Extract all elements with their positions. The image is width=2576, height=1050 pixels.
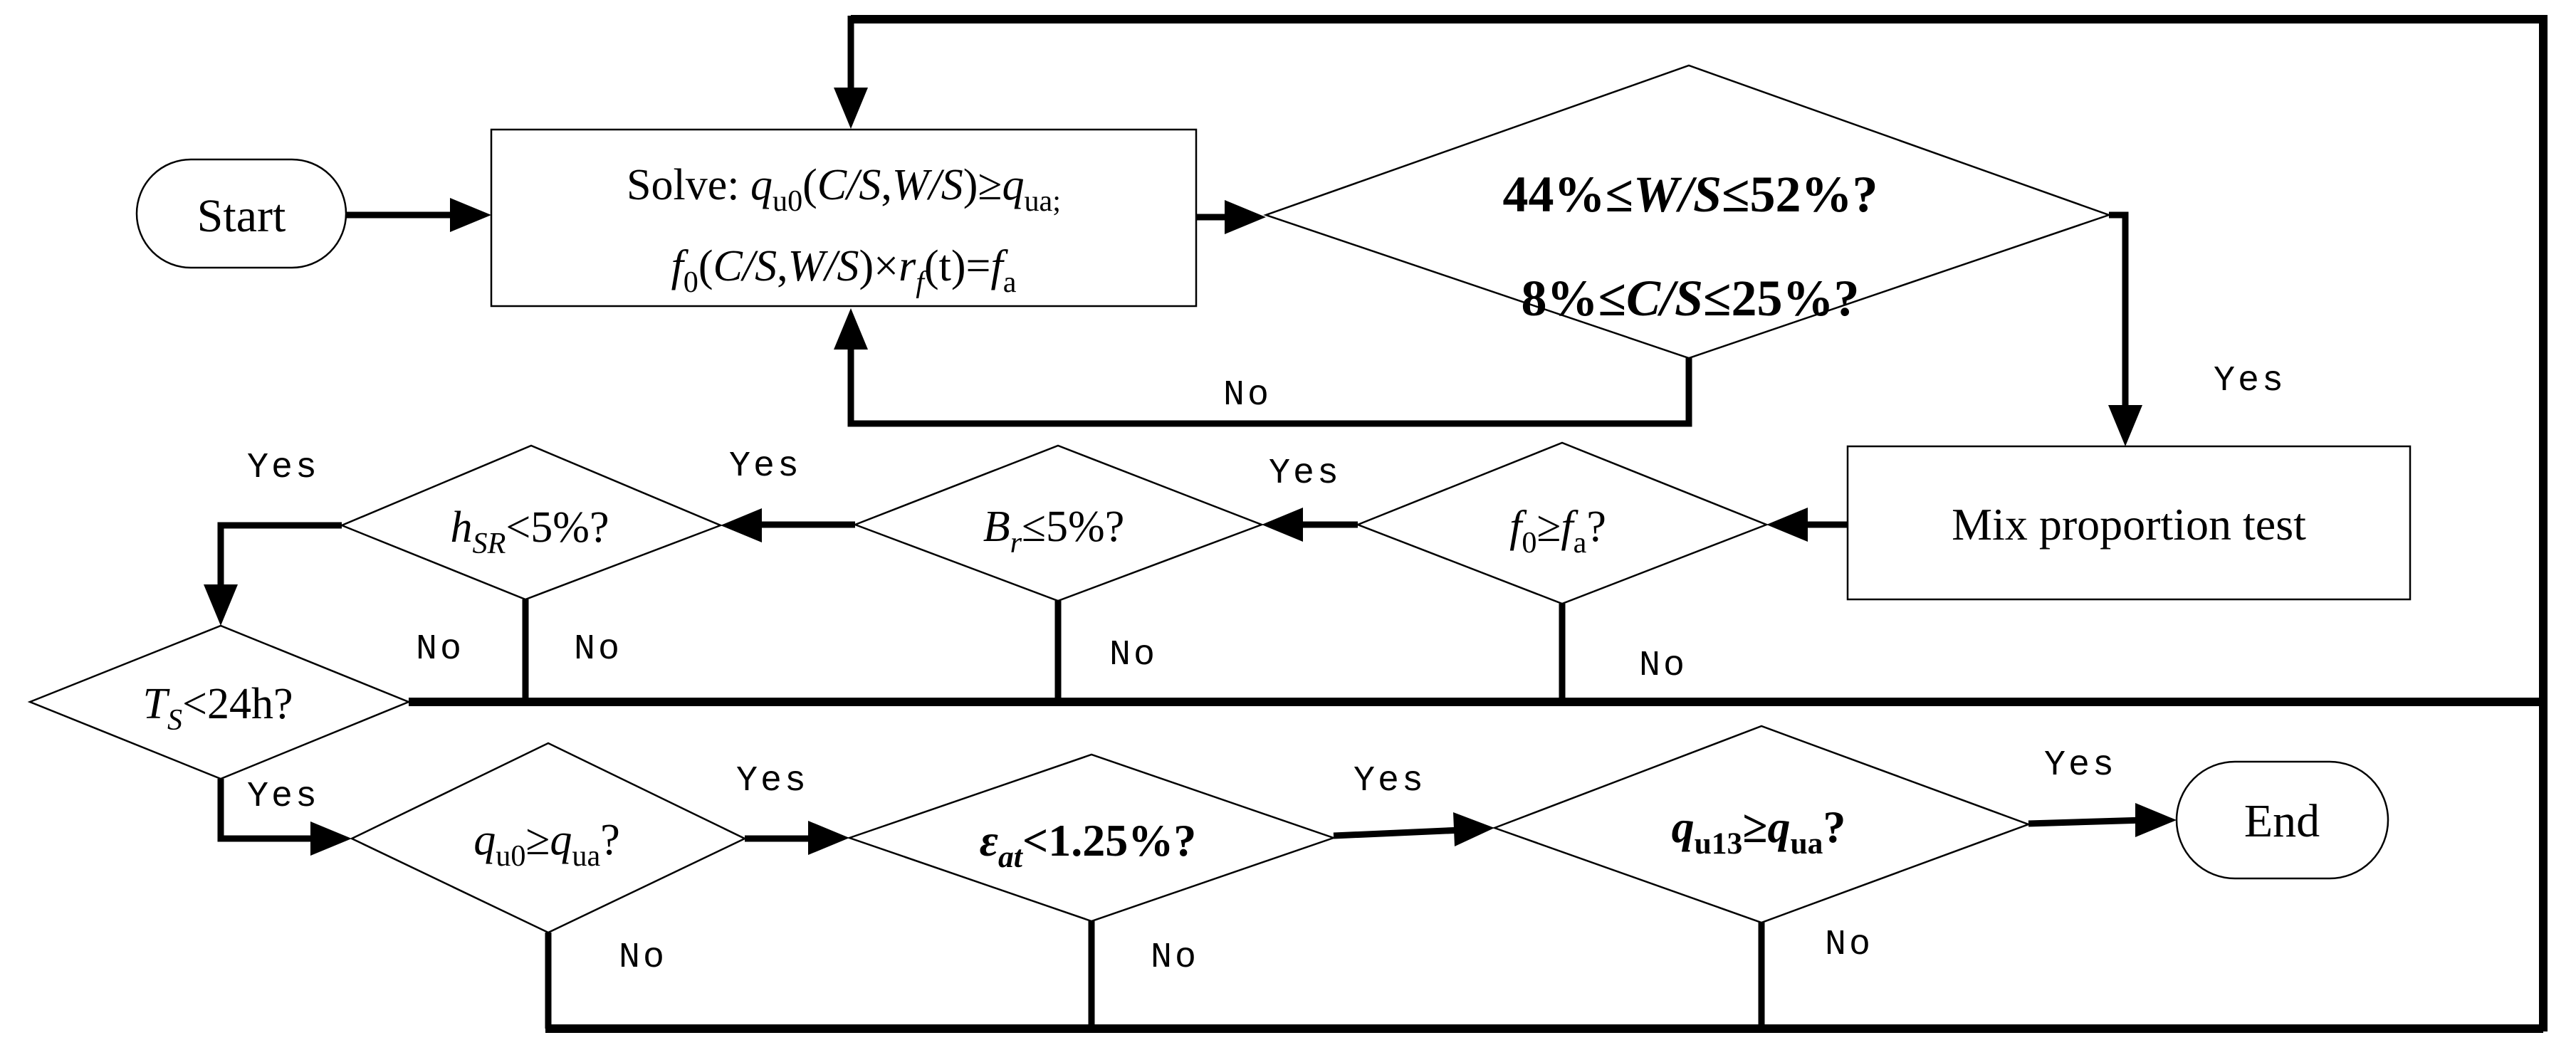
br-yes-label: Yes [729,446,802,487]
mix-test-label: Mix proportion test [1952,499,2306,550]
range-check-line2: 8%≤C/S≤25%? [1521,270,1859,327]
edge-range-no [834,308,1692,427]
solve-process-box [490,128,1198,308]
qu13-no-label: No [1825,925,1873,965]
ts-yes-label: Yes [247,777,320,817]
solve-formula-line1: Solve: qu0(C/S,W/S)≥qua; [627,161,1061,218]
br-check-diamond [852,444,1265,602]
qu13-check-diamond [1492,725,2031,924]
edge-feedback-loop [409,15,2548,1033]
arrowhead-icon [834,88,868,129]
arrowhead-icon [310,821,352,856]
arrowhead-icon [2108,405,2142,446]
start-terminal [135,158,347,269]
hsr-no-label: No [574,629,622,670]
arrowhead-icon [1766,508,1808,542]
range-check-line1: 44%≤W/S≤52%? [1502,166,1878,223]
eat-check-diamond [847,753,1336,923]
qu0-check-label: qu0≥qua? [473,816,620,873]
eat-yes-label: Yes [1354,761,1426,802]
range-no-label: No [1223,375,1272,416]
eat-check-label: εat<1.25%? [980,815,1197,874]
f0-check-diamond [1355,441,1769,605]
end-terminal [2175,760,2389,880]
qu0-yes-label: Yes [736,761,809,802]
eat-no-label: No [1151,938,1199,978]
arrowhead-icon [2135,803,2177,837]
qu0-check-diamond [350,742,747,934]
arrowhead-icon [204,584,238,626]
solve-formula-line2: f0(C/S,W/S)×rf(t)=fa [671,242,1017,299]
ts-no-label: No [416,629,464,670]
edge-eat-to-qu13 [1333,812,1494,846]
start-label: Start [197,190,286,242]
edge-start-to-solve [346,198,491,232]
hsr-check-diamond [339,444,723,601]
qu13-check-label: qu13≥qua? [1672,802,1846,861]
edge-mix-to-f0 [1766,508,1848,542]
br-no-label: No [1109,635,1158,676]
edge-ts-to-qu0 [217,779,352,856]
edge-solve-to-range [1196,200,1266,234]
arrowhead-icon [721,508,762,542]
edge-qu13-to-end [2028,803,2177,837]
f0-no-label: No [1639,646,1687,686]
edge-range-yes [2108,211,2142,446]
ts-check-label: TS<24h? [142,680,293,737]
range-check-diamond [1263,64,2112,359]
hsr-check-label: hSR<5%? [451,503,609,560]
end-label: End [2244,795,2320,847]
f0-yes-label: Yes [1269,453,1341,494]
edge-qu0-to-eat [745,821,849,855]
mix-test-box [1846,445,2412,601]
arrowhead-icon [808,821,849,855]
arrowhead-icon [1262,508,1303,542]
arrowhead-icon [1225,200,1266,234]
edge-hsr-to-ts [204,522,342,626]
br-check-label: Br≤5%? [983,503,1124,560]
ts-check-diamond [27,624,412,780]
arrowhead-icon [450,198,491,232]
hsr-yes-label: Yes [247,448,320,488]
arrowhead-icon [834,308,868,350]
range-yes-label: Yes [2214,361,2286,401]
arrowhead-icon [1453,812,1494,846]
qu0-no-label: No [619,938,667,978]
edge-f0-to-br [1262,508,1358,542]
edge-br-to-hsr [721,508,855,542]
qu13-yes-label: Yes [2044,745,2117,786]
